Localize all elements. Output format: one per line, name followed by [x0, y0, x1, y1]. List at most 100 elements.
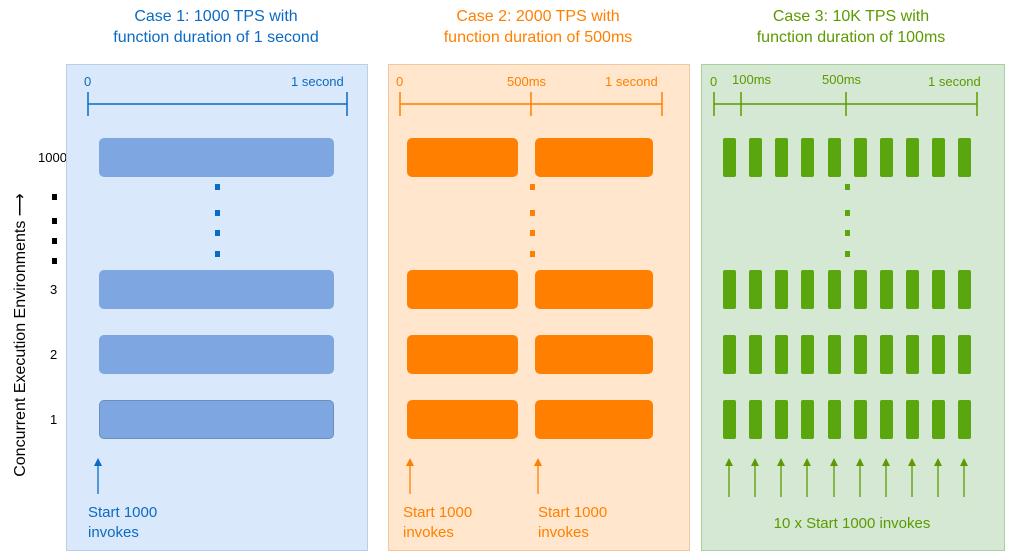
case3-bar — [723, 400, 736, 439]
start-arrow — [94, 458, 102, 494]
case3-dot — [845, 251, 850, 257]
case3-bar — [906, 400, 919, 439]
start-arrow — [534, 458, 542, 494]
case3-tick-0: 0 — [710, 74, 718, 89]
case3-bar — [906, 335, 919, 374]
case3-bar — [749, 400, 762, 439]
case3-bar — [854, 335, 867, 374]
case3-bar — [775, 270, 788, 309]
case2-bar — [407, 138, 518, 177]
case3-bar — [932, 400, 945, 439]
case3-bar — [801, 138, 814, 177]
y-tick-3: 3 — [50, 282, 58, 297]
case2-bar — [407, 400, 518, 439]
start-arrow — [777, 458, 785, 497]
case2-bar — [535, 400, 653, 439]
case1-dot — [215, 184, 220, 190]
case3-bar — [958, 335, 971, 374]
start-arrow — [406, 458, 414, 494]
start-arrow — [934, 458, 942, 497]
case2-bar — [407, 335, 518, 374]
case1-tick-1s: 1 second — [291, 74, 344, 89]
start-arrow — [803, 458, 811, 497]
case1-dot — [215, 210, 220, 216]
case2-bar — [535, 138, 653, 177]
case3-bar — [828, 335, 841, 374]
case3-bar — [854, 270, 867, 309]
start-arrow — [856, 458, 864, 497]
case2-dot — [530, 210, 535, 216]
case3-bar — [801, 335, 814, 374]
case2-bar — [535, 335, 653, 374]
case1-bar — [99, 400, 334, 439]
case3-bar — [932, 335, 945, 374]
case3-tick-500ms: 500ms — [822, 72, 862, 87]
case1-bar — [99, 335, 334, 374]
case3-bar — [801, 400, 814, 439]
case3-bar — [906, 138, 919, 177]
start-arrow — [882, 458, 890, 497]
y-tick-1000: 1000 — [38, 150, 67, 165]
case3-bar — [723, 138, 736, 177]
start-arrow — [751, 458, 759, 497]
case3-bar — [958, 400, 971, 439]
y-tick-1: 1 — [50, 412, 58, 427]
case3-bar — [828, 138, 841, 177]
start-arrow — [908, 458, 916, 497]
case1-timeline — [87, 92, 348, 116]
case3-bar — [749, 270, 762, 309]
case2-tick-500ms: 500ms — [507, 74, 547, 89]
y-tick-2: 2 — [50, 347, 58, 362]
case2-tick-1s: 1 second — [605, 74, 658, 89]
case3-bar — [880, 270, 893, 309]
start-arrow — [725, 458, 733, 497]
case3-dot — [845, 210, 850, 216]
case3-bar — [958, 138, 971, 177]
case3-timeline — [713, 92, 978, 116]
case3-tick-100ms: 100ms — [732, 72, 772, 87]
case1-tick-0: 0 — [84, 74, 92, 89]
case3-bar — [906, 270, 919, 309]
case3-bar — [854, 138, 867, 177]
case3-bar — [775, 400, 788, 439]
case2-dot — [530, 251, 535, 257]
case3-dot — [845, 184, 850, 190]
start-arrow — [830, 458, 838, 497]
case3-bar — [932, 270, 945, 309]
case3-bar — [880, 335, 893, 374]
case3-bar — [749, 138, 762, 177]
case2-timeline — [399, 92, 663, 116]
case3-bar — [958, 270, 971, 309]
case3-bar — [749, 335, 762, 374]
case3-tick-1s: 1 second — [928, 74, 981, 89]
case2-dot — [530, 184, 535, 190]
case3-note: 10 x Start 1000 invokes — [773, 515, 931, 532]
case3-bar — [723, 335, 736, 374]
case3-bar — [854, 400, 867, 439]
case2-dot — [530, 230, 535, 236]
case2-bar — [407, 270, 518, 309]
case3-dot — [845, 230, 850, 236]
case3-bar — [801, 270, 814, 309]
case3-bar — [775, 138, 788, 177]
start-arrow — [960, 458, 968, 497]
case2-tick-0: 0 — [396, 74, 404, 89]
case1-bar — [99, 270, 334, 309]
case2-bar — [535, 270, 653, 309]
case3-bar — [775, 335, 788, 374]
case3-bar — [723, 270, 736, 309]
case3-bar — [932, 138, 945, 177]
case3-bar — [880, 138, 893, 177]
case1-bar — [99, 138, 334, 177]
case3-bar — [828, 270, 841, 309]
case1-dot — [215, 230, 220, 236]
case3-bar — [880, 400, 893, 439]
case3-bar — [828, 400, 841, 439]
